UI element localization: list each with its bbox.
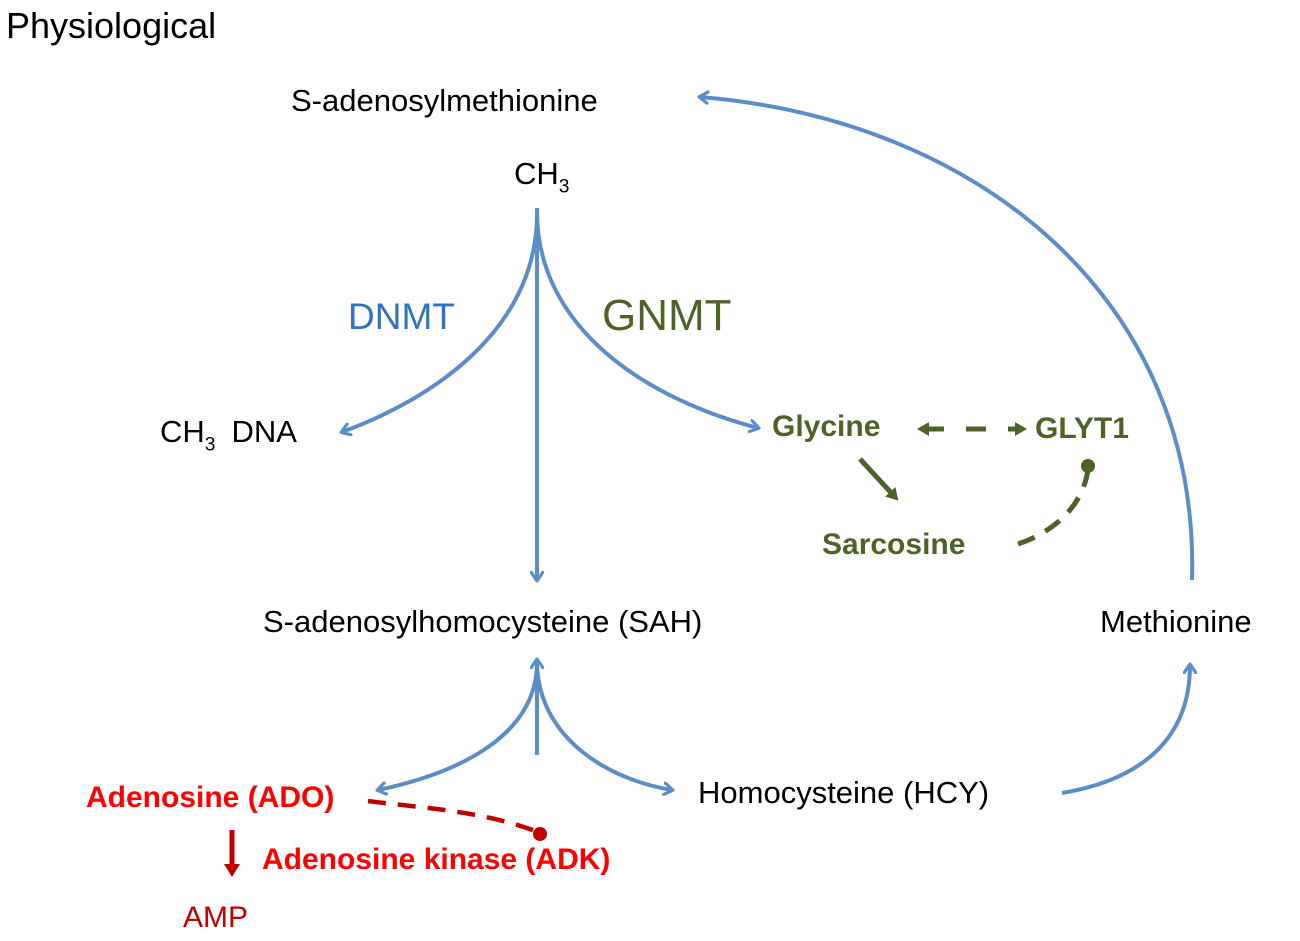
arrow-adenosine-to-adk	[367, 798, 539, 835]
ch3-text: CH	[514, 156, 559, 191]
arrow-homocysteine-to-methionine	[1061, 665, 1190, 795]
arrow-sah-to-adenosine	[378, 664, 539, 790]
node-adenosine: Adenosine (ADO)	[86, 781, 335, 814]
arrow-ch3-to-ch3dna	[342, 207, 540, 432]
ch3dna-subscript: 3	[204, 434, 216, 456]
node-ch3: CH3	[514, 156, 569, 197]
arrow-glycine-to-sarcosine	[858, 457, 899, 501]
ch3dna-suffix: DNA	[231, 414, 297, 449]
node-ch3-dna: CH3 DNA	[160, 414, 297, 455]
node-adenosine-kinase: Adenosine kinase (ADK)	[262, 843, 611, 876]
node-s-adenosylmethionine: S-adenosylmethionine	[291, 83, 598, 118]
enzyme-gnmt: GNMT	[602, 291, 732, 340]
inhibition-head-adk	[533, 827, 547, 841]
arrow-methionine-to-sam	[700, 97, 1195, 581]
node-glycine: Glycine	[772, 410, 881, 443]
inhibition-head-glyt1	[1081, 459, 1095, 473]
node-sarcosine: Sarcosine	[822, 528, 966, 561]
node-homocysteine: Homocysteine (HCY)	[698, 775, 990, 810]
diagram-title: Physiological	[6, 5, 217, 46]
node-glyt1: GLYT1	[1035, 412, 1129, 445]
arrow-sarcosine-to-glyt1	[1017, 467, 1091, 547]
enzyme-dnmt: DNMT	[348, 296, 455, 337]
ch3dna-prefix: CH	[160, 414, 205, 449]
arrow-sah-to-homocysteine	[535, 664, 672, 790]
ch3-subscript: 3	[558, 176, 570, 198]
node-methionine: Methionine	[1100, 604, 1252, 639]
arrow-ch3-to-glycine	[534, 207, 758, 428]
node-sah: S-adenosylhomocysteine (SAH)	[263, 604, 703, 639]
node-amp: AMP	[183, 901, 249, 934]
